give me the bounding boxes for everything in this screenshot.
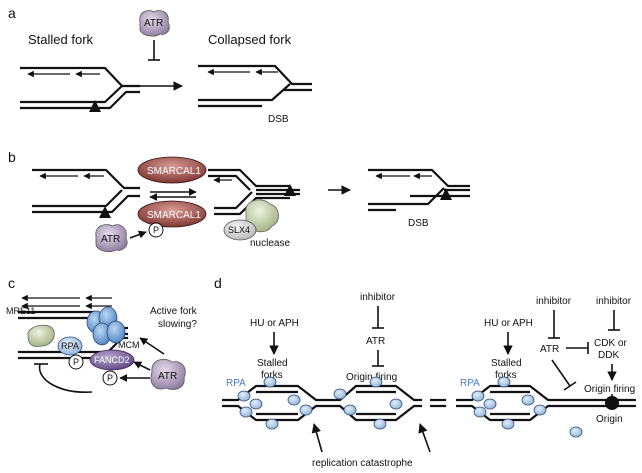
inhibitor-r2: inhibitor	[596, 296, 632, 307]
atr-label-a: ATR	[144, 18, 163, 29]
atr-protein-a: ATR	[139, 10, 170, 37]
inhibitor-mid: inhibitor	[360, 292, 396, 303]
panel-d: d HU or APH Stalled forks RPA inhibitor …	[214, 275, 636, 469]
phospho-circle-c2	[102, 370, 118, 386]
atr-protein-c: ATR	[150, 358, 186, 390]
rpa-dots-left	[237, 376, 403, 430]
hu-aph-left: HU or APH	[250, 318, 299, 329]
atr-mid: ATR	[366, 336, 385, 347]
rpa-protein-c: RPA	[57, 336, 83, 356]
phospho-label-c2: P	[107, 373, 113, 383]
mre11-blob-icon	[27, 324, 55, 347]
stalled-left-2: forks	[261, 370, 283, 381]
nuclease-label: nuclease	[250, 238, 290, 249]
origin-firing-right: Origin firing	[584, 384, 635, 395]
phospho-label-c1: P	[73, 357, 79, 367]
stalled-right-1: Stalled	[491, 358, 522, 369]
hu-aph-right: HU or APH	[484, 318, 533, 329]
mcm-label: MCM	[118, 340, 140, 350]
atr-protein-b: ATR	[95, 224, 128, 252]
origin-dot	[605, 396, 619, 410]
atr-blob-icon	[139, 10, 170, 37]
smarcal1-top-label: SMARCAL1	[147, 166, 201, 177]
collapsed-fork-label: Collapsed fork	[208, 32, 292, 47]
smarcal1-bottom: SMARCAL1	[137, 200, 207, 228]
lesion-icon-b1	[99, 206, 111, 218]
rpa-label-d-left: RPA	[226, 378, 246, 389]
slx4-protein: SLX4	[223, 219, 257, 241]
lesion-icon-b3	[440, 188, 452, 200]
fancd2-protein: FANCD2	[89, 349, 135, 371]
mre11-protein	[27, 324, 55, 347]
slx4-blob-icon	[223, 219, 257, 241]
mcm-complex	[86, 306, 126, 346]
panel-d-letter: d	[214, 275, 222, 291]
stalled-fork-diagram	[20, 66, 140, 112]
phospho-circle-c1	[68, 354, 84, 370]
atr-right: ATR	[540, 344, 559, 355]
stalled-left-1: Stalled	[257, 358, 288, 369]
origin-label: Origin	[596, 414, 623, 425]
panel-b: b SMARCAL1 SMARCAL1 ATR P	[8, 149, 470, 252]
collapsed-fork-diagram	[198, 64, 312, 108]
panel-c-letter: c	[8, 275, 15, 291]
panel-b-letter: b	[8, 149, 16, 165]
panel-a-letter: a	[8, 5, 16, 21]
phospho-circle-b	[148, 222, 164, 238]
atr-blob-icon-c	[150, 358, 186, 390]
panel-a: a Stalled fork Collapsed fork ATR	[8, 5, 312, 125]
atr-label-b: ATR	[101, 234, 120, 245]
lesion-icon-b2	[284, 184, 296, 196]
slx4-label: SLX4	[228, 225, 250, 235]
mre11-label: MRE11	[6, 306, 35, 316]
panel-c: c MRE11 MCM RPA P FANC	[6, 275, 198, 393]
phospho-label-b: P	[153, 225, 159, 235]
replication-catastrophe: replication catastrophe	[312, 458, 413, 469]
cdk-line1: CDK or	[594, 338, 627, 349]
atr-blob-icon-b	[95, 224, 128, 252]
stalled-right-2: forks	[495, 370, 517, 381]
rpa-label-d-right: RPA	[460, 378, 480, 389]
question-line1: Active fork	[150, 306, 198, 317]
dsb-label-a: DSB	[268, 114, 289, 125]
origin-firing-mid: Origin firing	[346, 372, 397, 383]
smarcal1-bottom-label: SMARCAL1	[147, 210, 201, 221]
question-line2: slowing?	[158, 319, 197, 330]
inhibitor-r1: inhibitor	[536, 296, 572, 307]
rpa-label-c: RPA	[61, 341, 79, 351]
stall-lesion-icon	[89, 100, 101, 112]
cdk-line2: DDK	[598, 350, 619, 361]
stalled-fork-label: Stalled fork	[28, 32, 94, 47]
fancd2-label: FANCD2	[94, 355, 130, 365]
dsb-label-b: DSB	[408, 218, 429, 229]
smarcal1-top: SMARCAL1	[137, 156, 207, 184]
rpa-dots-right	[471, 376, 583, 438]
atr-label-c: ATR	[158, 371, 177, 382]
